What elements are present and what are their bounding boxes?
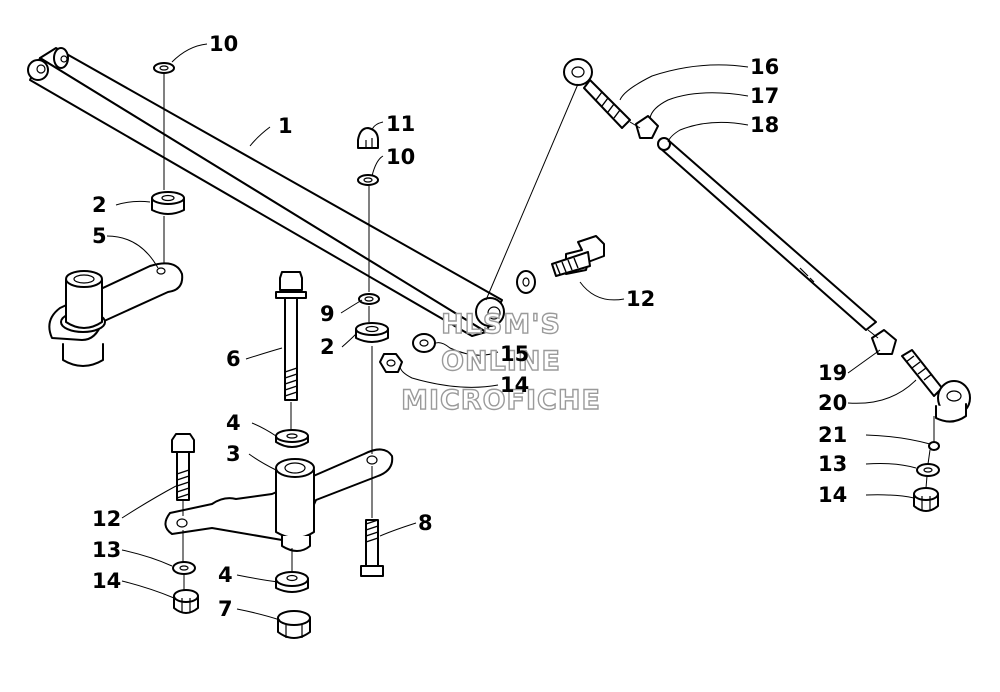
- callout-10-top: 10: [209, 32, 238, 56]
- nut-part-7: [277, 610, 311, 639]
- washer-part-9: [358, 293, 380, 305]
- jam-nut-part-19: [871, 329, 897, 355]
- callout-leaders: [106, 43, 931, 621]
- callout-4-upper: 4: [226, 411, 241, 435]
- spacer-part-21: [928, 441, 940, 451]
- callout-14-mid: 14: [500, 373, 529, 397]
- callout-12-right: 12: [626, 287, 655, 311]
- callout-15: 15: [500, 342, 529, 366]
- callout-labels: 10 1 11 10 2 5 12 9 2 6 15 14 4 3 12 8 1…: [92, 32, 847, 621]
- washer-part-13-right: [916, 463, 940, 477]
- callout-2-lower: 2: [320, 335, 335, 359]
- washer-part-4-upper: [275, 429, 309, 448]
- callout-9: 9: [320, 302, 335, 326]
- cap-nut-part-11: [357, 127, 379, 149]
- callout-3: 3: [226, 442, 241, 466]
- washer-part-13-left: [172, 561, 196, 575]
- tie-rod-tube-part-18: [657, 137, 877, 331]
- callout-17: 17: [750, 84, 779, 108]
- callout-11: 11: [386, 112, 415, 136]
- callout-8: 8: [418, 511, 433, 535]
- callout-2-upper: 2: [92, 193, 107, 217]
- washer-part-14-mid: [412, 333, 436, 353]
- callout-6: 6: [226, 347, 241, 371]
- callout-4-lower: 4: [218, 563, 233, 587]
- callout-10-mid: 10: [386, 145, 415, 169]
- pitman-arm-part-1: [27, 47, 505, 337]
- jam-nut-part-17: [635, 115, 659, 139]
- rod-end-part-20: [901, 349, 971, 423]
- watermark-line-2: ONLINE: [441, 346, 561, 377]
- washer-part-right-12: [516, 270, 536, 294]
- nut-part-14-left: [173, 589, 199, 614]
- callout-19: 19: [818, 361, 847, 385]
- callout-16: 16: [750, 55, 779, 79]
- washer-part-10-top: [153, 62, 175, 74]
- washer-part-10-mid: [357, 174, 379, 186]
- nut-part-4-lower: [275, 571, 309, 593]
- nut-part-15: [379, 353, 403, 373]
- assembly-lines: [163, 74, 935, 590]
- watermark: HLSM'S ONLINE MICROFICHE: [400, 308, 601, 416]
- bushing-part-2-lower: [355, 322, 389, 343]
- callout-13-left: 13: [92, 538, 121, 562]
- bushing-part-2-upper: [151, 191, 185, 215]
- bolt-part-12-left: [171, 433, 195, 501]
- callout-14-left: 14: [92, 569, 121, 593]
- watermark-line-1: HLSM'S: [441, 309, 561, 340]
- callout-7: 7: [218, 597, 233, 621]
- callout-14-right: 14: [818, 483, 847, 507]
- callout-12-left: 12: [92, 507, 121, 531]
- callout-5: 5: [92, 224, 107, 248]
- callout-18: 18: [750, 113, 779, 137]
- callout-20: 20: [818, 391, 847, 415]
- nut-part-14-right: [913, 487, 939, 512]
- steering-arm-part-3: [164, 448, 394, 552]
- callout-13-right: 13: [818, 452, 847, 476]
- bolt-part-8: [360, 519, 384, 577]
- rod-end-part-16: [563, 58, 631, 129]
- callout-1: 1: [278, 114, 293, 138]
- watermark-line-3: MICROFICHE: [401, 385, 601, 416]
- bolt-part-12-right: [551, 235, 605, 277]
- bolt-part-6: [275, 271, 307, 401]
- callout-21: 21: [818, 423, 847, 447]
- steering-arm-part-5: [48, 262, 184, 367]
